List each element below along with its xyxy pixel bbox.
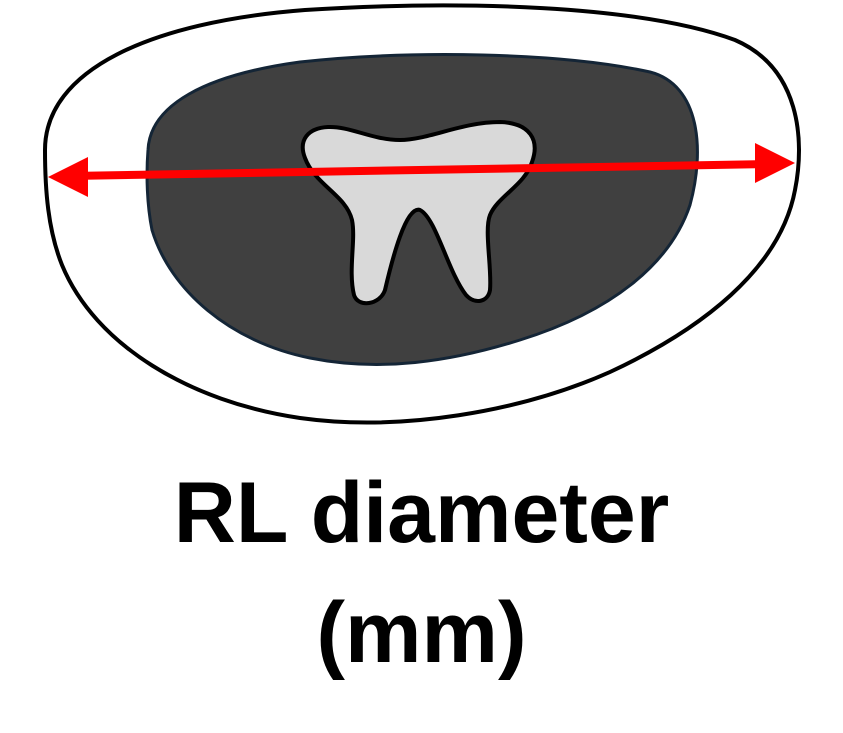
arrow-head-left-shape <box>48 157 88 197</box>
caption-label: RL diameter <box>173 465 670 561</box>
caption-unit: (mm) <box>316 585 527 681</box>
arrow-head-right-shape <box>755 143 795 183</box>
rl-diameter-arrow <box>69 160 773 180</box>
